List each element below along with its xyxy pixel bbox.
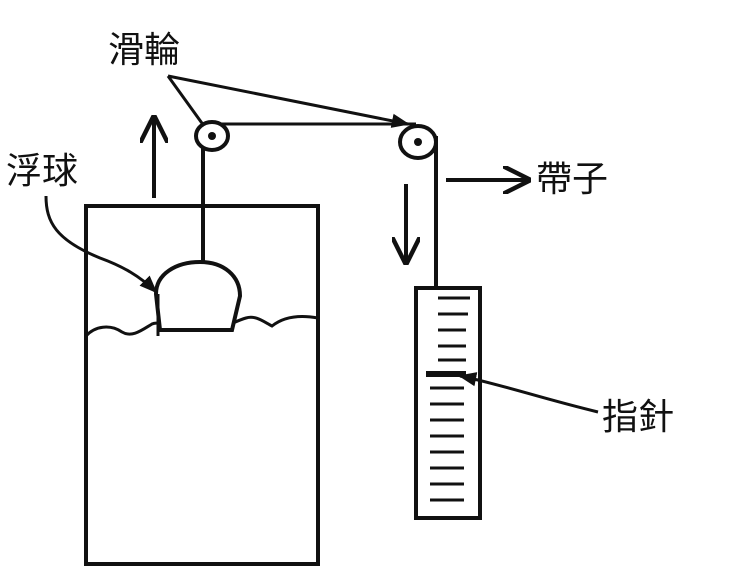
- leader-pulley: [166, 74, 408, 126]
- pulley-left: [194, 120, 230, 152]
- leader-float: [44, 195, 158, 294]
- leader-pointer: [458, 372, 599, 414]
- pointer-label: 指針: [602, 397, 675, 438]
- scale-ticks: [430, 296, 470, 502]
- belt-label: 帶子: [536, 159, 609, 200]
- float-ball: [153, 259, 243, 332]
- pulley-label: 滑輪: [108, 30, 181, 71]
- pulley-right: [398, 124, 438, 160]
- float-label: 浮球: [6, 151, 79, 192]
